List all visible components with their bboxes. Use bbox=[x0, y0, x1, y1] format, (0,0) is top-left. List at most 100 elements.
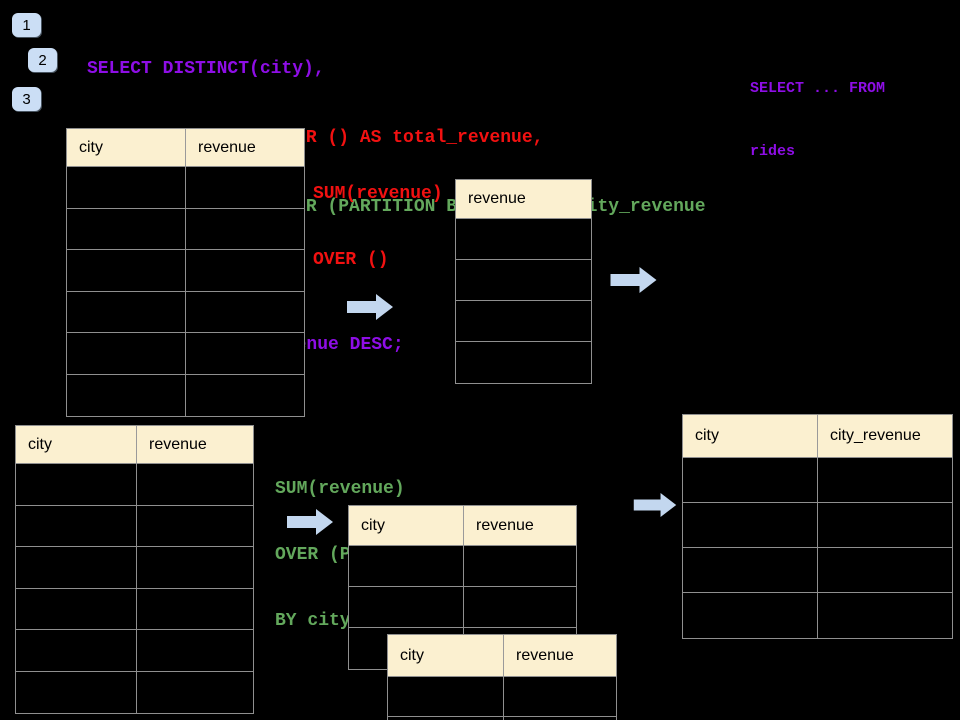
step-badge-2: 2 bbox=[28, 48, 57, 72]
table-cell-empty bbox=[456, 301, 591, 342]
right-arrow-icon bbox=[287, 509, 333, 535]
table-cell-empty bbox=[456, 260, 591, 301]
table-total-revenue-result: revenue bbox=[455, 179, 592, 384]
table-rides-source-top: city revenue bbox=[66, 128, 305, 417]
table-row bbox=[16, 547, 253, 589]
column-header-city: city bbox=[349, 506, 464, 546]
table-header-row: city revenue bbox=[388, 635, 616, 677]
column-header-city: city bbox=[388, 635, 504, 677]
table-cell-empty bbox=[818, 458, 952, 503]
table-row bbox=[683, 458, 952, 503]
table-header-row: city city_revenue bbox=[683, 415, 952, 458]
table-row bbox=[388, 677, 616, 717]
table-cell-empty bbox=[388, 677, 504, 717]
column-header-revenue: revenue bbox=[186, 129, 304, 167]
select-from-rides-note: SELECT ... FROM rides bbox=[750, 36, 885, 204]
table-cell-empty bbox=[137, 464, 253, 506]
table-cell-empty bbox=[186, 167, 304, 209]
table-header-row: city revenue bbox=[16, 426, 253, 464]
column-header-revenue: revenue bbox=[137, 426, 253, 464]
table-cell-empty bbox=[504, 677, 616, 717]
table-cell-empty bbox=[16, 630, 137, 672]
table-row bbox=[16, 464, 253, 506]
table-cell-empty bbox=[683, 548, 818, 593]
table-cell-empty bbox=[186, 250, 304, 292]
table-cell-empty bbox=[186, 374, 304, 416]
table-cell-empty bbox=[137, 588, 253, 630]
step-badge-label: 1 bbox=[22, 16, 31, 34]
table-header-row: city revenue bbox=[349, 506, 576, 546]
table-cell-empty bbox=[456, 219, 591, 260]
table-cell-empty bbox=[818, 593, 952, 638]
right-arrow-icon bbox=[610, 267, 657, 293]
table-header-row: revenue bbox=[456, 180, 591, 219]
step-badge-label: 2 bbox=[38, 51, 47, 69]
table-cell-empty bbox=[388, 716, 504, 720]
table-cell-empty bbox=[349, 546, 464, 587]
table-cell-empty bbox=[464, 587, 576, 628]
table-row bbox=[349, 546, 576, 587]
table-cell-empty bbox=[464, 546, 576, 587]
column-header-city: city bbox=[683, 415, 818, 458]
note-line: rides bbox=[750, 143, 796, 160]
table-row bbox=[67, 167, 304, 209]
step-badge-1: 1 bbox=[12, 13, 41, 37]
table-row bbox=[16, 671, 253, 713]
table-cell-empty bbox=[186, 291, 304, 333]
table-partition-group-2: city revenue bbox=[387, 634, 617, 720]
column-header-revenue: revenue bbox=[456, 180, 591, 219]
table-city-revenue-result: city city_revenue bbox=[682, 414, 953, 639]
table-cell-empty bbox=[186, 208, 304, 250]
label-line: SUM(revenue) bbox=[275, 479, 405, 499]
right-arrow-icon bbox=[633, 493, 677, 517]
table-cell-empty bbox=[683, 503, 818, 548]
label-line: SUM(revenue) bbox=[313, 184, 443, 204]
table-cell-empty bbox=[137, 505, 253, 547]
column-header-city: city bbox=[67, 129, 186, 167]
table-cell-empty bbox=[818, 503, 952, 548]
table-cell-empty bbox=[67, 208, 186, 250]
step-badge-3: 3 bbox=[12, 87, 41, 111]
table-row bbox=[16, 630, 253, 672]
table-row bbox=[683, 548, 952, 593]
table-cell-empty bbox=[16, 464, 137, 506]
table-body bbox=[388, 677, 616, 720]
table-row bbox=[683, 503, 952, 548]
table-row bbox=[456, 342, 591, 383]
table-row bbox=[16, 505, 253, 547]
table-cell-empty bbox=[818, 548, 952, 593]
table-cell-empty bbox=[456, 342, 591, 383]
table-row bbox=[67, 291, 304, 333]
table-row bbox=[388, 716, 616, 720]
table-cell-empty bbox=[683, 593, 818, 638]
table-cell-empty bbox=[349, 587, 464, 628]
label-line: OVER () bbox=[313, 250, 389, 270]
table-body bbox=[683, 458, 952, 638]
table-body bbox=[456, 219, 591, 383]
note-line: SELECT ... FROM bbox=[750, 80, 886, 97]
table-row bbox=[349, 587, 576, 628]
table-cell-empty bbox=[67, 167, 186, 209]
table-row bbox=[456, 219, 591, 260]
table-cell-empty bbox=[137, 547, 253, 589]
table-cell-empty bbox=[16, 671, 137, 713]
table-rides-source-bottom: city revenue bbox=[15, 425, 254, 714]
table-cell-empty bbox=[137, 671, 253, 713]
table-cell-empty bbox=[137, 630, 253, 672]
column-header-revenue: revenue bbox=[464, 506, 576, 546]
table-row bbox=[67, 250, 304, 292]
table-row bbox=[16, 588, 253, 630]
table-row bbox=[456, 260, 591, 301]
table-header-row: city revenue bbox=[67, 129, 304, 167]
table-cell-empty bbox=[504, 716, 616, 720]
column-header-revenue: revenue bbox=[504, 635, 616, 677]
label-line: BY city) bbox=[275, 611, 362, 631]
table-cell-empty bbox=[16, 547, 137, 589]
table-row bbox=[67, 333, 304, 375]
table-cell-empty bbox=[16, 588, 137, 630]
table-cell-empty bbox=[67, 374, 186, 416]
table-cell-empty bbox=[67, 291, 186, 333]
table-cell-empty bbox=[67, 250, 186, 292]
table-row bbox=[456, 301, 591, 342]
table-body bbox=[67, 167, 304, 416]
